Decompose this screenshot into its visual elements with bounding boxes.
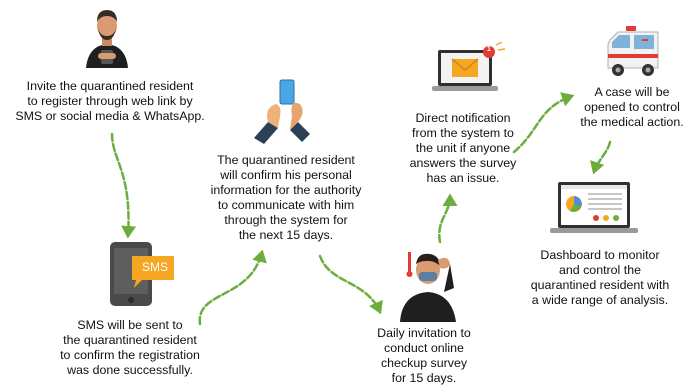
text-line: the next 15 days. <box>238 228 334 242</box>
text-line: Direct notification <box>415 111 511 125</box>
step-case-text: A case will be opened to control the med… <box>574 85 690 130</box>
text-line: checkup survey <box>380 356 468 370</box>
text-line: Daily invitation to <box>377 326 471 340</box>
text-line: information for the authority <box>210 183 362 197</box>
text-line: for 15 days. <box>391 371 457 385</box>
text-line: from the system to <box>412 126 514 140</box>
text-line: quarantined resident with <box>530 278 670 292</box>
sick-man-thermometer-icon <box>392 244 462 322</box>
tablet-sms-icon <box>108 240 178 308</box>
text-line: SMS or social media & WhatsApp. <box>15 109 205 123</box>
arrow-daily-to-notification <box>438 193 458 244</box>
text-line: will confirm his personal <box>220 168 352 182</box>
text-line: was done successfully. <box>67 363 193 377</box>
text-line: The quarantined resident <box>217 153 355 167</box>
step-daily-text: Daily invitation to conduct online check… <box>362 326 486 386</box>
text-line: through the system for <box>224 213 348 227</box>
text-line: answers the survey <box>409 156 517 170</box>
arrow-sms-to-confirm <box>198 249 267 326</box>
arrow-invite-to-sms <box>110 132 137 239</box>
text-line: SMS will be sent to <box>77 318 183 332</box>
step-invite-text: Invite the quarantined resident to regis… <box>4 79 216 124</box>
step-dashboard-text: Dashboard to monitor and control the qua… <box>520 248 680 308</box>
text-line: A case will be <box>594 85 670 99</box>
arrow-confirm-to-daily <box>318 254 383 315</box>
text-line: opened to control <box>584 100 680 114</box>
sms-bubble-text: SMS <box>141 260 168 274</box>
text-line: Invite the quarantined resident <box>26 79 194 93</box>
text-line: to register through web link by <box>27 94 193 108</box>
text-line: to communicate with him <box>217 198 355 212</box>
text-line: conduct online <box>384 341 464 355</box>
step-sms-text: SMS will be sent to the quarantined resi… <box>46 318 214 378</box>
ambulance-icon <box>604 26 664 78</box>
laptop-email-notification-icon <box>428 42 508 100</box>
text-line: the quarantined resident <box>63 333 197 347</box>
notification-badge: 1 <box>487 46 491 53</box>
text-line: has an issue. <box>426 171 500 185</box>
text-line: the unit if anyone <box>415 141 511 155</box>
text-line: the medical action. <box>580 115 684 129</box>
man-with-phone-icon <box>84 6 130 68</box>
arrow-case-to-dashboard <box>590 140 612 175</box>
step-notification-text: Direct notification from the system to t… <box>398 111 528 186</box>
hands-with-phone-icon <box>250 78 314 144</box>
arrow-notification-to-case <box>512 92 575 154</box>
dashboard-laptop-icon <box>548 180 640 238</box>
text-line: to confirm the registration <box>60 348 200 362</box>
text-line: and control the <box>559 263 641 277</box>
text-line: Dashboard to monitor <box>540 248 660 262</box>
step-confirm-info-text: The quarantined resident will confirm hi… <box>196 153 376 243</box>
text-line: a wide range of analysis. <box>531 293 669 307</box>
